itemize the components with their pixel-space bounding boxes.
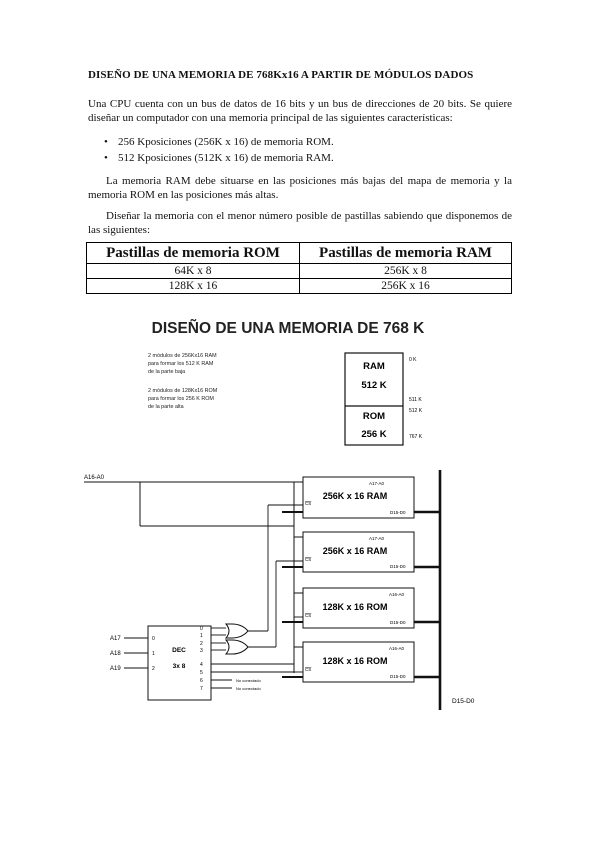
module-label: 256K x 16 RAM: [323, 546, 388, 556]
decoder-output-pin: 7: [200, 686, 203, 692]
diagram-notes: 2 módulos de 256Kx16 RAM para formar los…: [148, 353, 218, 410]
table-row: 128K x 16 256K x 16: [86, 278, 512, 294]
decoder-output-pin: 1: [200, 633, 203, 639]
decoder-output-pin: 2: [200, 641, 203, 647]
or-gate-icon: [224, 639, 249, 655]
module-frame: [302, 587, 415, 629]
map-addr-767: 767 K: [409, 434, 423, 440]
table-cell: 256K x 16: [299, 278, 512, 294]
decoder-output-pins: 0 1 2 3 4 5 6 7: [200, 626, 203, 692]
map-rom-label: ROM: [363, 411, 385, 422]
decoder-input-a17: A17: [110, 636, 121, 642]
module-cs-label: CS: [305, 613, 311, 618]
table-cell: 128K x 16: [86, 278, 300, 294]
module-cs-label: CS: [305, 557, 311, 562]
module-data-label: D15-D0: [390, 564, 406, 569]
decoder-frame: [147, 625, 212, 701]
memory-map-frame: [344, 352, 404, 446]
map-ram-label: RAM: [363, 361, 385, 372]
decoder-output-pin: 3: [200, 648, 203, 654]
data-bus-label: D15-D0: [452, 698, 475, 705]
decoder: DEC 3x 8 A17 A18 A19 0 1 2 0 1 2 3 4 5 6…: [110, 504, 303, 701]
map-addr-0: 0 K: [409, 357, 417, 363]
chips-table: Pastillas de memoria ROM Pastillas de me…: [86, 242, 512, 294]
decoder-output-pin: 6: [200, 678, 203, 684]
note-line: 2 módulos de 128Kx16 ROM: [148, 388, 218, 394]
paragraph-intro: Una CPU cuenta con un bus de datos de 16…: [88, 98, 512, 124]
decoder-input-pin: 1: [152, 651, 155, 657]
paragraph-placement: La memoria RAM debe situarse en las posi…: [88, 175, 512, 201]
decoder-label: DEC: [172, 647, 186, 654]
map-addr-512: 512 K: [409, 408, 423, 414]
memory-map: RAM 512 K ROM 256 K 0 K 511 K 512 K 767 …: [344, 352, 423, 446]
table-cell: 64K x 8: [86, 263, 300, 279]
decoder-output-wires: [211, 627, 294, 689]
note-line: para formar los 256 K ROM: [148, 396, 214, 402]
module-cs-label: CS: [305, 501, 311, 506]
module-ram-1: 256K x 16 RAM A17-A0 D15-D0 CS: [302, 476, 415, 519]
decoder-input-wires: [124, 637, 148, 669]
map-rom-size: 256 K: [361, 429, 386, 440]
decoder-output-pin: 0: [200, 626, 203, 632]
module-rom-2: 128K x 16 ROM A16-A0 D15-D0 CS: [302, 641, 415, 683]
list-item: 512 Kposiciones (512K x 16) de memoria R…: [104, 150, 334, 166]
module-data-label: D15-D0: [390, 674, 406, 679]
module-frame: [302, 476, 415, 519]
module-rom-1: 128K x 16 ROM A16-A0 D15-D0 CS: [302, 587, 415, 629]
data-bus: [414, 470, 442, 710]
note-line: 2 módulos de 256Kx16 RAM: [148, 353, 217, 359]
module-addr-label: A16-A0: [389, 592, 405, 597]
module-cs-label: CS: [305, 667, 311, 672]
requirements-list: 256 Kposiciones (256K x 16) de memoria R…: [104, 134, 334, 166]
module-label: 256K x 16 RAM: [323, 491, 388, 501]
document-title: DISEÑO DE UNA MEMORIA DE 768Kx16 A PARTI…: [88, 69, 474, 81]
decoder-input-pin: 2: [152, 666, 155, 672]
note-line: de la parte baja: [148, 369, 185, 375]
decoder-input-a19: A19: [110, 666, 121, 672]
map-ram-size: 512 K: [361, 380, 386, 391]
note-line: para formar los 512 K RAM: [148, 361, 214, 367]
cs-wires: [248, 504, 303, 673]
module-ram-2: 256K x 16 RAM A17-A0 D15-D0 CS: [302, 531, 415, 573]
decoder-input-a18: A18: [110, 651, 121, 657]
module-addr-label: A16-A0: [389, 646, 405, 651]
paragraph-task: Diseñar la memoria con el menor número p…: [88, 210, 512, 236]
address-bus-label: A16-A0: [84, 475, 105, 481]
module-frame: [302, 641, 415, 683]
decoder-unused-label: No conectado: [236, 678, 261, 683]
list-item: 256 Kposiciones (256K x 16) de memoria R…: [104, 134, 334, 150]
module-data-label: D15-D0: [390, 620, 406, 625]
map-addr-511: 511 K: [409, 397, 422, 403]
decoder-input-pin: 0: [152, 636, 155, 642]
module-label: 128K x 16 ROM: [322, 602, 387, 612]
diagram-title: DISEÑO DE UNA MEMORIA DE 768 K: [152, 319, 426, 337]
module-addr-label: A17-A0: [369, 481, 385, 486]
or-gate-icon: [224, 623, 249, 639]
decoder-size: 3x 8: [173, 663, 186, 670]
decoder-output-pin: 4: [200, 662, 203, 668]
module-data-label: D15-D0: [390, 510, 406, 515]
module-frame: [302, 531, 415, 573]
note-line: de la parte alta: [148, 404, 184, 410]
module-label: 128K x 16 ROM: [322, 656, 387, 666]
module-addr-label: A17-A0: [369, 536, 385, 541]
address-bus-branches: [294, 481, 303, 648]
decoder-unused-label: No conectado: [236, 686, 261, 691]
decoder-output-pin: 5: [200, 670, 203, 676]
